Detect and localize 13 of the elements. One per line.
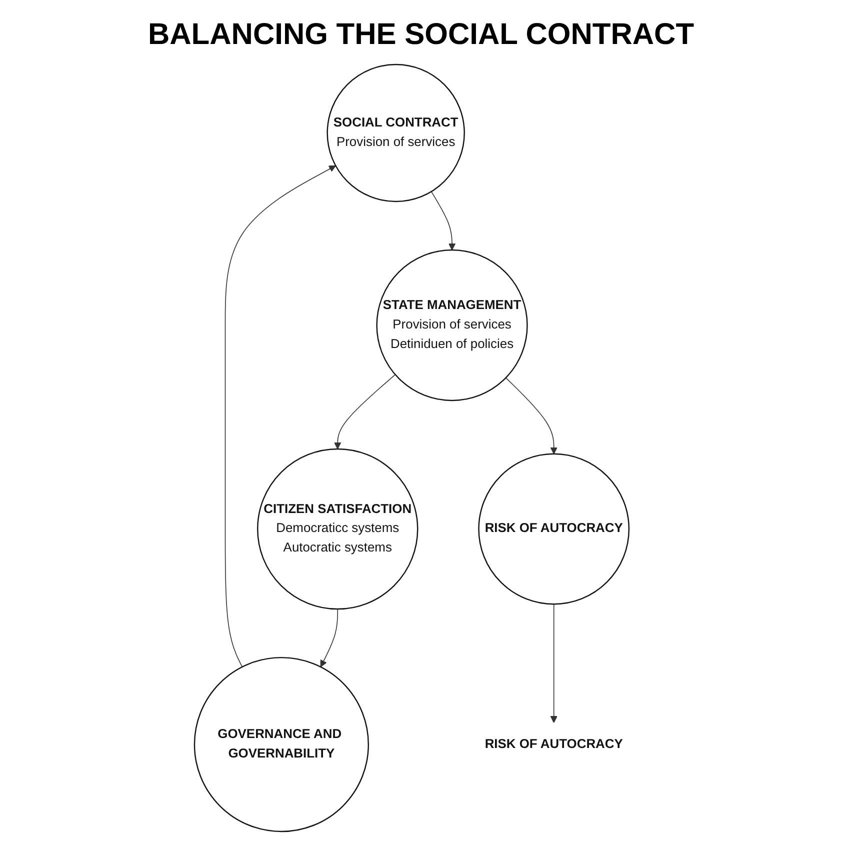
- arrow: [225, 165, 336, 668]
- arrow: [506, 377, 558, 454]
- arrow: [320, 608, 338, 668]
- arrow: [550, 604, 558, 723]
- node-circle: GOVERNANCE AND GOVERNABILITY: [194, 656, 370, 832]
- node-circle: CITIZEN SATISFACTION Democraticc systems Autocratic systems: [257, 448, 418, 610]
- node-text: RISK OF AUTOCRACY: [485, 737, 624, 751]
- arrow: [431, 191, 456, 250]
- node-circle: SOCIAL CONTRACT Provision of services: [326, 64, 466, 202]
- diagram-title: BALANCING THE SOCIAL CONTRACT: [146, 18, 696, 52]
- node-circle: RISK OF AUTOCRACY: [478, 453, 630, 605]
- node-circle: STATE MANAGEMENT Provision of services Detiniduen of policies: [376, 249, 528, 402]
- arrow: [334, 374, 396, 450]
